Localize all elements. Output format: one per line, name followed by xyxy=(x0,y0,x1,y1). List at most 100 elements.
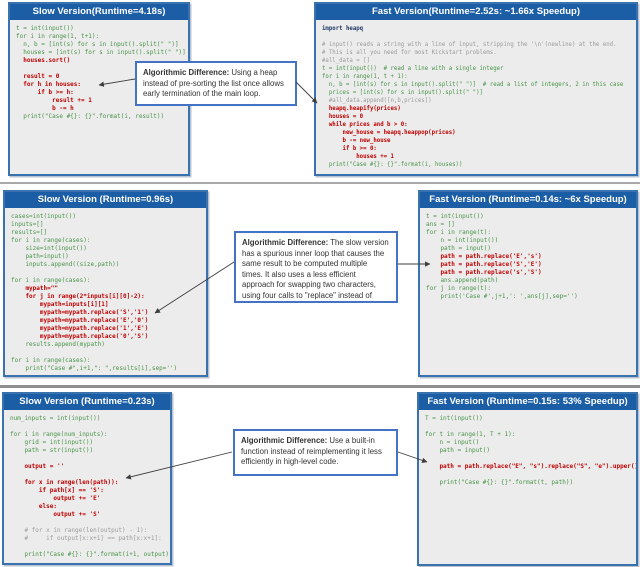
code-line xyxy=(425,423,630,431)
code-line: path = input() xyxy=(425,447,491,454)
code-line: import heapq xyxy=(322,26,364,32)
annotation-label: Algorithmic Difference: xyxy=(143,68,230,77)
code-line: houses += 1 xyxy=(322,154,394,160)
row3-slow-panel-title: Slow Version (Runtime=0.23s) xyxy=(4,394,170,410)
code-line: result += 1 xyxy=(16,97,92,104)
row2-annotation-box: Algorithmic Difference: The slow version… xyxy=(234,231,398,303)
code-line: grid = int(input()) xyxy=(10,439,94,446)
code-line: for h in houses: xyxy=(16,81,82,88)
code-line: path = input() xyxy=(426,245,492,252)
code-line: n, b = [int(s) for s in input().split(" … xyxy=(16,41,179,48)
row1-fast-panel-title: Fast Version(Runtime=2.52s: ~1.66x Speed… xyxy=(316,4,636,20)
code-line: print("Case #{}: {}".format(i+1, output)… xyxy=(10,551,172,558)
row2-fast-code-block: t = int(input())ans = []for i in range(t… xyxy=(420,208,636,306)
code-line: mypath=mypath.replace('E','0') xyxy=(11,317,149,324)
code-line: heapq.heapify(prices) xyxy=(322,106,401,112)
code-line: for i in range(cases): xyxy=(11,357,91,364)
code-line: for i in range(1, t+1): xyxy=(16,33,100,40)
code-line: houses = 0 xyxy=(322,114,364,120)
code-line: size=int(input()) xyxy=(11,245,87,252)
code-line xyxy=(11,269,200,277)
row2-slow-panel: Slow Version (Runtime=0.96s) cases=int(i… xyxy=(3,190,208,377)
code-line: output += 'E' xyxy=(10,495,101,502)
code-line: mypath=mypath.replace('1','E') xyxy=(11,325,149,332)
row3-fast-panel: Fast Version (Runtime=0.15s: 53% Speedup… xyxy=(417,392,638,566)
code-line xyxy=(10,471,164,479)
code-line xyxy=(425,455,630,463)
code-line: if b >= h: xyxy=(16,89,74,96)
code-line: print("Case #{}: {}".format(t, path)) xyxy=(425,479,574,486)
code-line: for j in range(t): xyxy=(426,285,492,292)
code-line: b -= new_house xyxy=(322,138,391,144)
code-line: ans = [] xyxy=(426,221,455,228)
row3-fast-code-block: T = int(input()) for t in range(1, T + 1… xyxy=(419,410,636,492)
code-line: print("Case #",i+1,": ",results[i],sep='… xyxy=(11,365,178,372)
code-line: print("Case #{}: {}".format(i, houses)) xyxy=(322,162,463,168)
code-line xyxy=(425,471,630,479)
row2-slow-panel-title: Slow Version (Runtime=0.96s) xyxy=(5,192,206,208)
code-line: T = int(input()) xyxy=(425,415,483,422)
code-line: houses.sort() xyxy=(16,57,71,64)
code-line: result = 0 xyxy=(16,73,60,80)
code-line xyxy=(10,543,164,551)
code-line: cases=int(input()) xyxy=(11,213,77,220)
code-line: #all_data = [] xyxy=(322,58,370,64)
row2-slow-code-block: cases=int(input())inputs=[]results=[] for… xyxy=(5,208,206,375)
code-line xyxy=(10,519,164,527)
code-line: while prices and b > 0: xyxy=(322,122,408,128)
code-line xyxy=(10,455,164,463)
code-line: for i in range(1, t + 1): xyxy=(322,74,408,80)
code-line: ans.append(path) xyxy=(426,277,499,284)
code-line: t = int(input()) xyxy=(426,213,484,220)
row2-fast-panel: Fast Version (Runtime=0.14s: ~6x Speedup… xyxy=(418,190,638,377)
code-line: output = '' xyxy=(10,463,65,470)
row3-slow-code-block: num_inputs = int(input()) for i in range… xyxy=(4,410,172,563)
code-line: for i in range(num_inputs): xyxy=(10,431,108,438)
code-line: inputs=[] xyxy=(11,221,44,228)
row1-annotation-box: Algorithmic Difference: Using a heap ins… xyxy=(135,61,297,106)
code-line: if b >= 0: xyxy=(322,146,377,152)
row1-fast-code-block: import heapq # input() reads a string wi… xyxy=(316,20,636,174)
code-line: print("Case #{}: {}".format(i, result)) xyxy=(16,113,165,120)
row3-slow-panel: Slow Version (Runtime=0.23s) num_inputs … xyxy=(2,392,172,565)
code-line: # for x in range(len(output) - 1): xyxy=(10,527,148,534)
code-line: prices = [int(s) for s in input().split(… xyxy=(322,90,483,96)
code-line: mypath=inputs[i][1] xyxy=(11,301,109,308)
code-line: mypath="" xyxy=(11,285,58,292)
code-line: for i in range(cases): xyxy=(11,277,91,284)
row1-slow-panel-title: Slow Version(Runtime=4.18s) xyxy=(10,4,188,20)
code-line: path=input() xyxy=(11,253,69,260)
code-line: path = str(input()) xyxy=(10,447,94,454)
code-line: path = path.replace('E','s') xyxy=(426,253,542,260)
code-line: n = input() xyxy=(425,439,480,446)
code-line xyxy=(10,423,164,431)
row3-fast-panel-title: Fast Version (Runtime=0.15s: 53% Speedup… xyxy=(419,394,636,410)
code-line: inputs.append((size,path)) xyxy=(11,261,120,268)
code-line: # input() reads a string with a line of … xyxy=(322,42,617,48)
code-line: mypath=mypath.replace('0','S') xyxy=(11,333,149,340)
annotation-text: Using a heap instead of pre-sorting the … xyxy=(143,68,284,99)
code-line: n = int(input()) xyxy=(426,237,499,244)
row-divider-1 xyxy=(0,182,640,184)
code-line xyxy=(322,33,630,41)
code-line: output += 'S' xyxy=(10,511,101,518)
code-line: t = int(input()) # read a line with a si… xyxy=(322,66,504,72)
code-line: path = path.replace("E", "s").replace("S… xyxy=(425,463,638,470)
annotation-text: Use a built-in function instead of reimp… xyxy=(241,436,382,467)
code-line: results=[] xyxy=(11,229,48,236)
code-line: if path[x] == 'S': xyxy=(10,487,104,494)
row1-fast-panel: Fast Version(Runtime=2.52s: ~1.66x Speed… xyxy=(314,2,638,176)
code-line: num_inputs = int(input()) xyxy=(10,415,101,422)
code-line xyxy=(11,349,200,357)
code-line: print('Case #',j+1,': ',ans[j],sep='') xyxy=(426,293,578,300)
code-line: mypath=mypath.replace('S','1') xyxy=(11,309,149,316)
code-line: for i in range(t): xyxy=(426,229,492,236)
annotation-label: Algorithmic Difference: xyxy=(241,436,328,445)
row1-slow-code-block: t = int(input())for i in range(1, t+1): … xyxy=(10,20,188,126)
code-line: new_house = heapq.heappop(prices) xyxy=(322,130,456,136)
code-line: else: xyxy=(10,503,57,510)
code-line: # This is all you need for most Kickstar… xyxy=(322,50,497,56)
row2-fast-panel-title: Fast Version (Runtime=0.14s: ~6x Speedup… xyxy=(420,192,636,208)
annotation-text: The slow version has a spurious inner lo… xyxy=(242,238,389,300)
